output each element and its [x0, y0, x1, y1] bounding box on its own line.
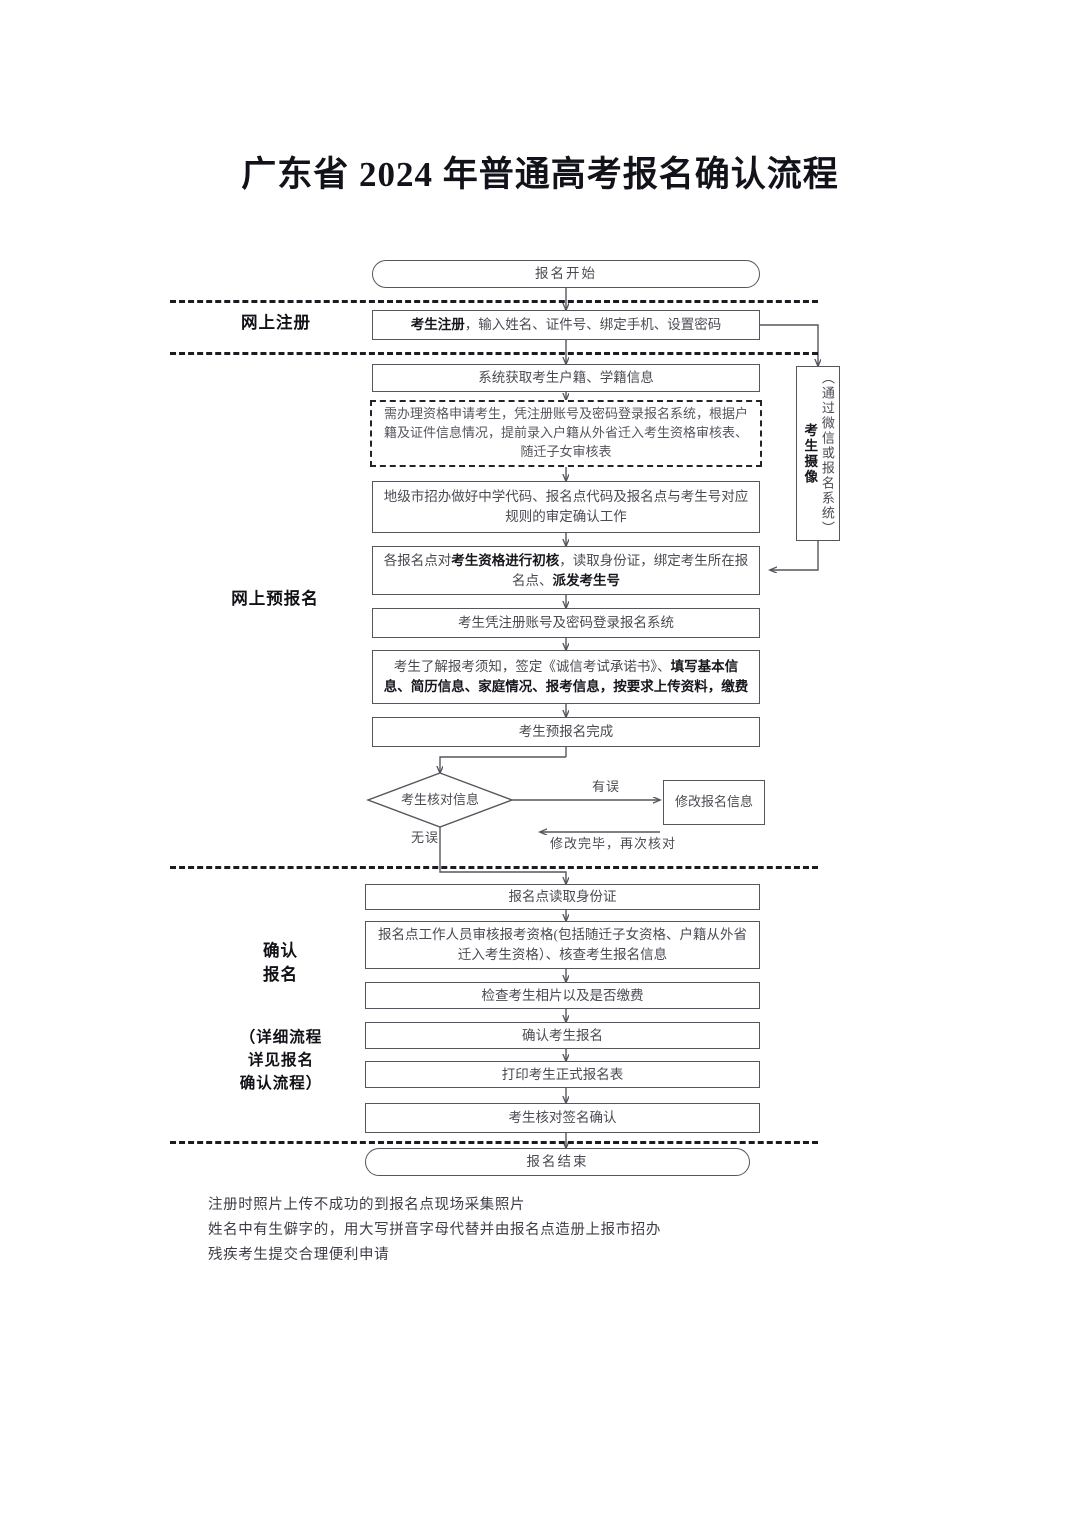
- section-separator-4: [170, 1141, 818, 1144]
- node-initial-review-p1: 各报名点对: [383, 552, 452, 568]
- side-label-confirm-note-2: 详见报名: [247, 1052, 314, 1069]
- node-city-office: 地级市招办做好中学代码、报名点代码及报名点与考生号对应规则的审定确认工作: [372, 481, 760, 533]
- node-confirm-candidate: 确认考生报名: [365, 1022, 760, 1049]
- footer-note-3: 残疾考生提交合理便利申请: [208, 1246, 390, 1263]
- side-label-confirm-register-1: 确认: [263, 941, 298, 960]
- node-system-fetch: 系统获取考生户籍、学籍信息: [372, 364, 760, 392]
- node-check-photo-fee: 检查考生相片以及是否缴费: [365, 982, 760, 1009]
- node-print-form: 打印考生正式报名表: [365, 1061, 760, 1088]
- node-photo-capture: 考生摄像 （通过微信或报名系统）: [796, 366, 840, 541]
- section-separator-3: [170, 866, 818, 869]
- node-qualification-apply: 需办理资格申请考生，凭注册账号及密码登录报名系统，根据户籍及证件信息情况，提前录…: [370, 400, 762, 467]
- footer-note-1: 注册时照片上传不成功的到报名点现场采集照片: [208, 1197, 526, 1213]
- node-fill-info-b1: 填写基本信息、简历信息、家庭情况、报考信息，按要求上传资料，缴费: [383, 659, 749, 694]
- node-register-bold: 考生注册: [410, 317, 465, 333]
- edge-label-modified-recheck: 修改完毕，再次核对: [550, 836, 677, 851]
- node-photo-capture-label: 考生摄像: [802, 422, 818, 485]
- side-label-confirm-note-3: 确认流程）: [239, 1075, 323, 1092]
- node-initial-review-b1: 考生资格进行初核: [451, 552, 560, 568]
- node-modify-info: 修改报名信息: [663, 780, 765, 825]
- section-separator-1: [170, 300, 818, 303]
- section-separator-2: [170, 352, 818, 355]
- side-label-online-pre-register: 网上预报名: [231, 589, 319, 608]
- node-fill-info-p1: 考生了解报考须知，签定《诚信考试承诺书》、: [393, 659, 671, 675]
- side-label-confirm-note-1: （详细流程: [239, 1029, 323, 1046]
- footer-note-2: 姓名中有生僻字的，用大写拼音字母代替并由报名点造册上报市招办: [208, 1221, 661, 1238]
- node-end: 报名结束: [365, 1148, 750, 1176]
- node-start: 报名开始: [372, 260, 760, 288]
- node-check-info-decision: 考生核对信息: [400, 791, 479, 807]
- footer-notes: 注册时照片上传不成功的到报名点现场采集照片 姓名中有生僻字的，用大写拼音字母代替…: [208, 1193, 661, 1268]
- node-sign-confirm: 考生核对签名确认: [365, 1103, 760, 1133]
- side-label-online-register: 网上注册: [241, 313, 311, 332]
- side-label-confirm-register-2: 报名: [263, 965, 298, 984]
- node-register-rest: ，输入姓名、证件号、绑定手机、设置密码: [464, 317, 722, 333]
- node-read-id-card: 报名点读取身份证: [365, 884, 760, 910]
- node-register: 考生注册，输入姓名、证件号、绑定手机、设置密码: [372, 310, 760, 340]
- edge-label-has-error: 有误: [592, 779, 621, 794]
- node-initial-review-b2: 派发考生号: [552, 572, 621, 588]
- node-login-system: 考生凭注册账号及密码登录报名系统: [372, 608, 760, 638]
- node-initial-review: 各报名点对考生资格进行初核，读取身份证，绑定考生所在报名点、派发考生号: [372, 546, 760, 595]
- node-staff-review: 报名点工作人员审核报考资格(包括随迁子女资格、户籍从外省迁入考生资格）、核查考生…: [365, 921, 760, 969]
- node-fill-info: 考生了解报考须知，签定《诚信考试承诺书》、填写基本信息、简历信息、家庭情况、报考…: [372, 650, 760, 704]
- node-pre-register-done: 考生预报名完成: [372, 717, 760, 747]
- page-title: 广东省 2024 年普通高考报名确认流程: [241, 155, 839, 194]
- node-initial-review-p2: ，读取身份证，绑定考生所在报名点、: [512, 552, 749, 588]
- node-photo-capture-paren: （通过微信或报名系统）: [819, 371, 835, 536]
- edge-label-no-error: 无误: [411, 830, 440, 845]
